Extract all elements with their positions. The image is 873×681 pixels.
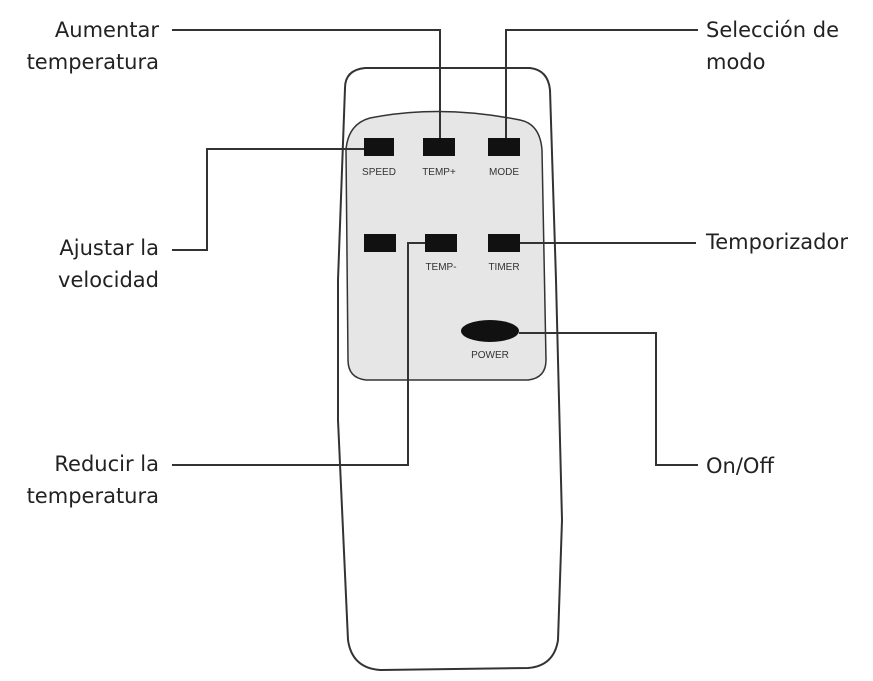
callout-on-off: On/Off (706, 450, 774, 482)
callout-increase-temp-line2: temperatura (26, 50, 159, 74)
leader-line-mode-select (505, 29, 698, 138)
mode-button[interactable] (488, 138, 520, 156)
leader-line-reduce-temp (172, 242, 425, 466)
temp-plus-button[interactable] (423, 138, 455, 156)
temp-plus-button-label: TEMP+ (422, 167, 456, 178)
temp-minus-button[interactable] (425, 234, 457, 252)
callout-adjust-speed-line1: Ajustar la (59, 236, 159, 260)
mode-button-label: MODE (489, 167, 519, 178)
callout-reduce-temp-line1: Reducir la (54, 452, 159, 476)
leader-line-increase-temp (172, 29, 441, 138)
speed-button[interactable] (364, 138, 394, 156)
power-button[interactable] (461, 320, 519, 342)
callout-adjust-speed: Ajustar la velocidad (58, 232, 159, 296)
callout-adjust-speed-line2: velocidad (58, 268, 159, 292)
callout-increase-temp-line1: Aumentar (54, 18, 159, 42)
callout-mode-select-line2: modo (706, 50, 766, 74)
leader-line-on-off (519, 332, 698, 466)
power-button-label: POWER (471, 350, 509, 361)
temp-minus-button-label: TEMP- (425, 262, 456, 273)
callout-on-off-line1: On/Off (706, 454, 774, 478)
callout-increase-temp: Aumentar temperatura (27, 14, 159, 78)
callout-mode-select-line1: Selección de (706, 18, 840, 42)
blank-button[interactable] (364, 234, 396, 252)
speed-button-label: SPEED (362, 167, 396, 178)
callout-mode-select: Selección de modo (706, 14, 839, 78)
callout-reduce-temp: Reducir la temperatura (27, 448, 159, 512)
callout-reduce-temp-line2: temperatura (26, 484, 159, 508)
timer-button[interactable] (488, 234, 520, 252)
callout-timer-line1: Temporizador (706, 230, 848, 254)
timer-button-label: TIMER (488, 262, 519, 273)
leader-line-adjust-speed (172, 148, 364, 251)
callout-timer: Temporizador (706, 226, 848, 258)
